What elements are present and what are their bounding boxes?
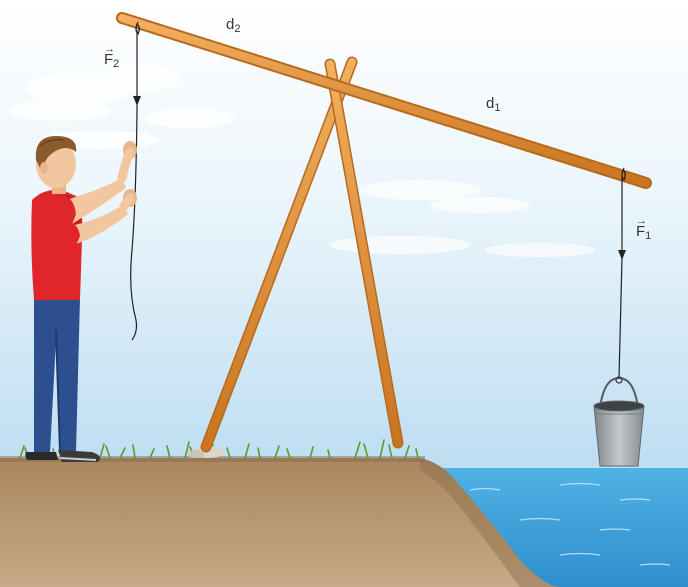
label-d2: d2 (226, 17, 240, 35)
label-f1-sub: 1 (645, 230, 651, 242)
label-f2: → F2 (104, 52, 119, 70)
label-f1-arrow: → (636, 216, 646, 227)
label-f2-sub: 2 (113, 58, 119, 70)
label-f1: → F1 (636, 224, 651, 242)
label-d2-sub: 2 (234, 23, 240, 35)
label-d1-sub: 1 (494, 102, 500, 114)
label-f2-arrow: → (104, 44, 114, 55)
label-d1: d1 (486, 96, 500, 114)
